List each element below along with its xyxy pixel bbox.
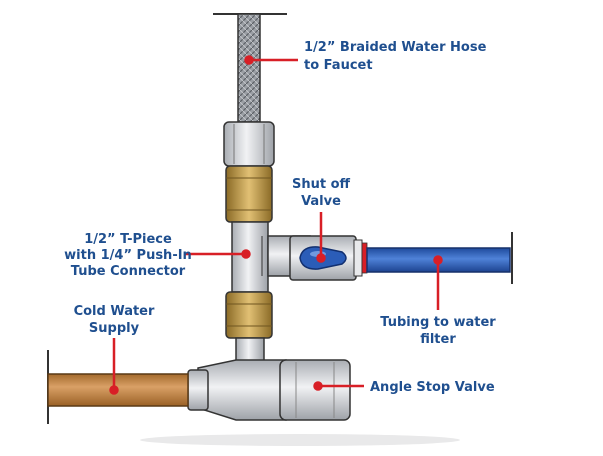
cold-label-line2: Supply	[89, 321, 140, 336]
angle-stop-label: Angle Stop Valve	[370, 380, 495, 395]
top-brass-nut	[225, 165, 273, 223]
copper-supply-pipe	[47, 350, 189, 424]
shutoff-label-line1: Shut off	[292, 177, 351, 192]
shutoff-label-line2: Valve	[301, 194, 341, 209]
floor-shadow	[140, 434, 460, 446]
callouts	[109, 55, 443, 395]
callout-cold-dot	[109, 385, 119, 395]
bottom-brass-nut	[225, 291, 273, 339]
tpiece-label-line3: Tube Connector	[71, 264, 186, 279]
tpiece-label-line2: with 1/4” Push-In	[64, 248, 192, 263]
callout-angle-dot	[313, 381, 323, 391]
tubing-label-line2: filter	[420, 332, 456, 347]
cold-label-line1: Cold Water	[74, 304, 155, 319]
callout-hose-dot	[244, 55, 254, 65]
hose-label-line2: to Faucet	[304, 58, 373, 73]
shutoff-valve	[289, 235, 368, 281]
t-piece	[231, 221, 311, 293]
callout-shutoff-dot	[316, 253, 326, 263]
callout-tpiece-dot	[241, 249, 251, 259]
callout-tubing-dot	[433, 255, 443, 265]
braided-hose	[213, 13, 287, 123]
hose-chrome-nut	[223, 121, 275, 167]
hose-label-line1: 1/2” Braided Water Hose	[304, 40, 487, 55]
tubing-label-line1: Tubing to water	[380, 315, 496, 330]
tpiece-label-line1: 1/2” T-Piece	[84, 232, 172, 247]
angle-stop-valve	[187, 337, 351, 421]
